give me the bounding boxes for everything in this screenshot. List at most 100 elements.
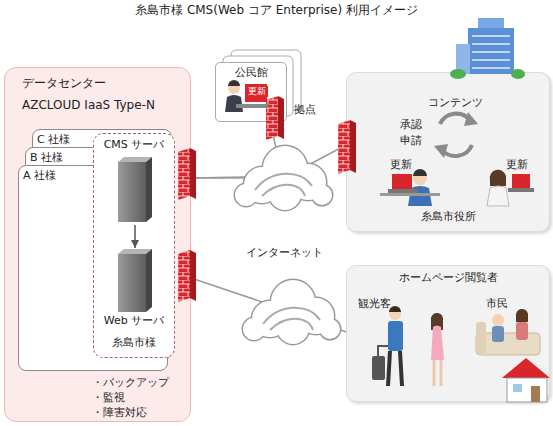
person-at-laptop xyxy=(508,188,534,192)
person-at-laptop xyxy=(487,170,534,206)
cloud xyxy=(263,308,320,330)
cloud xyxy=(290,164,326,200)
cloud xyxy=(277,312,309,344)
cloud xyxy=(269,178,301,210)
cloud xyxy=(243,280,340,344)
cloud xyxy=(235,184,257,206)
citizen-label: 市民 xyxy=(486,297,508,311)
server-icon xyxy=(118,157,152,312)
tourist-figure xyxy=(432,315,442,325)
cloud xyxy=(269,178,301,210)
viewer-box: ホームページ閲覧者 xyxy=(346,265,550,402)
building-icon xyxy=(450,69,466,79)
tourist-figure xyxy=(372,356,385,380)
person-at-laptop xyxy=(487,186,509,206)
building-icon xyxy=(478,18,504,30)
tourist-figure xyxy=(372,306,444,386)
cloud xyxy=(244,167,280,203)
house-icon xyxy=(513,384,522,392)
tourist-label: 観光客 xyxy=(358,297,391,311)
citizens-on-sofa xyxy=(476,322,486,355)
firewall xyxy=(266,96,278,140)
building-icon xyxy=(468,28,514,74)
node-text: C 社様 xyxy=(37,133,97,147)
cloud xyxy=(252,301,288,337)
network-label: インターネット xyxy=(246,246,323,260)
person-at-laptop xyxy=(512,174,530,188)
building-icon xyxy=(450,18,525,79)
server-icon xyxy=(146,249,152,312)
tourist-figure xyxy=(388,321,403,351)
datacenter-box: データセンターAZCLOUD IaaS Type-NC 社様B 社様A 社様糸島… xyxy=(4,67,191,422)
node-text: 公民館 xyxy=(215,66,287,80)
person-at-laptop xyxy=(228,82,240,94)
firewall xyxy=(350,120,356,173)
server-icon xyxy=(118,157,152,162)
firewall xyxy=(190,148,196,199)
building-icon xyxy=(456,44,470,74)
cycle-arrows xyxy=(464,112,478,126)
connector xyxy=(134,225,136,248)
person-at-laptop xyxy=(225,95,243,112)
cloud xyxy=(277,312,309,344)
cloud xyxy=(235,146,332,210)
person-at-laptop xyxy=(245,84,267,102)
person-at-laptop xyxy=(490,170,506,186)
cloud xyxy=(235,146,332,210)
house-icon xyxy=(502,358,550,402)
node-text: A 社様 xyxy=(23,169,83,183)
building-icon xyxy=(472,36,510,68)
citizens-on-sofa xyxy=(492,314,504,326)
diagram-title: 糸島市様 CMS(Web コア Enterprise) 利用イメージ xyxy=(0,2,553,19)
cloud xyxy=(243,318,265,340)
person-at-laptop xyxy=(236,104,268,108)
firewall xyxy=(278,96,284,139)
cloud xyxy=(235,184,257,206)
cloud xyxy=(298,298,334,334)
cloud xyxy=(271,280,315,324)
cloud xyxy=(243,280,340,344)
person-at-laptop xyxy=(380,193,440,196)
connector xyxy=(191,122,283,178)
citizens-on-sofa xyxy=(492,326,504,342)
server-node: CMS サーバ xyxy=(98,137,172,225)
cloud xyxy=(290,164,326,200)
cloud xyxy=(263,146,307,190)
server-icon xyxy=(118,249,152,254)
building-icon xyxy=(472,36,510,68)
firewall xyxy=(338,120,350,174)
update-label: 更新 xyxy=(390,158,412,172)
firewall xyxy=(178,250,190,302)
cloud xyxy=(252,301,288,337)
node-text: B 社様 xyxy=(30,151,90,165)
tourist-figure xyxy=(431,326,444,361)
server-icon xyxy=(146,157,152,222)
house-icon xyxy=(502,358,550,378)
node-text: 糸島市様 xyxy=(93,336,175,350)
firewall xyxy=(178,148,190,200)
node-text: AZCLOUD IaaS Type-N xyxy=(22,98,182,113)
request-label: 申請 xyxy=(400,134,422,148)
person-at-laptop xyxy=(228,80,240,86)
person-at-laptop xyxy=(388,189,418,193)
citizens-on-sofa xyxy=(476,333,540,355)
tourist-figure xyxy=(388,351,402,386)
building-icon xyxy=(511,69,525,79)
site-label: 拠点 xyxy=(294,103,316,117)
approve-label: 承認 xyxy=(400,118,422,132)
tourist-figure xyxy=(431,313,443,330)
cloud xyxy=(320,319,340,339)
cloud xyxy=(255,174,312,196)
cycle-arrows xyxy=(440,114,470,124)
connector xyxy=(191,278,346,332)
server-icon xyxy=(118,162,146,222)
cloud xyxy=(243,318,265,340)
connector xyxy=(191,145,346,178)
content-label: コンテンツ xyxy=(428,96,483,110)
person-at-laptop xyxy=(225,80,268,112)
firewall xyxy=(178,96,356,302)
service-item: ・障害対応 xyxy=(92,406,147,420)
update-label: 更新 xyxy=(506,158,528,172)
